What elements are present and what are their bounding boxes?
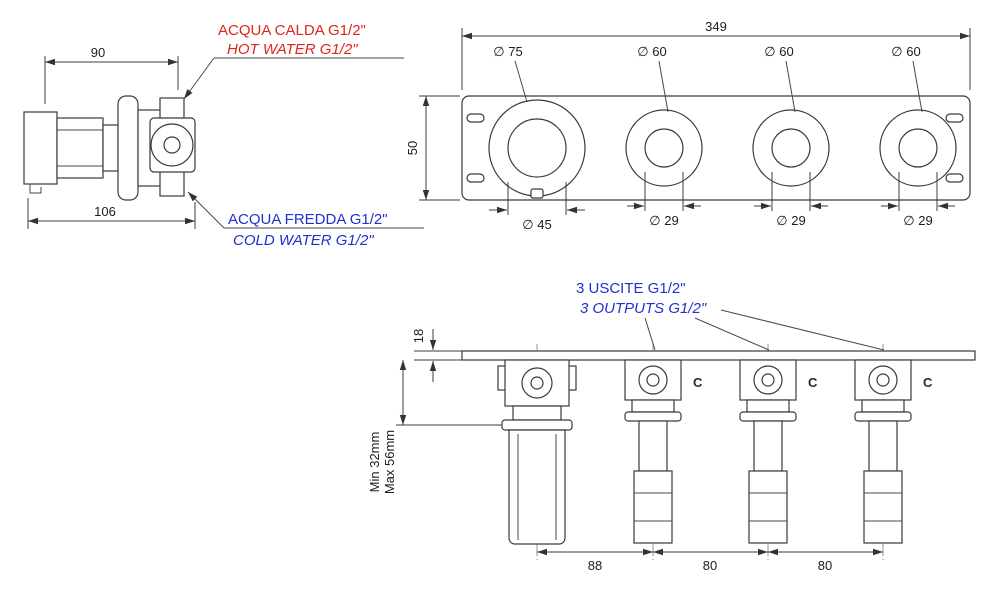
dia45-label: ∅ 45 <box>522 217 551 232</box>
dia29-label: ∅ 29 <box>649 213 678 228</box>
dim-90-label: 90 <box>91 45 105 60</box>
plate-slot <box>945 113 964 123</box>
thermostat-safety-button <box>530 188 544 199</box>
depth-min-label: Min 32mm <box>367 432 382 493</box>
handle-body <box>56 117 104 179</box>
wall-plate-edge <box>461 350 976 361</box>
dim-349 <box>461 28 971 90</box>
dim-50 <box>419 95 460 201</box>
hot-water-label-en: HOT WATER G1/2" <box>227 41 358 58</box>
volume-knob-inner <box>771 128 811 168</box>
dia75-label: ∅ 75 <box>493 44 522 59</box>
plate-slot <box>466 173 485 183</box>
dim-dia29 <box>754 172 828 211</box>
outputs-callout: 3 USCITE G1/2" 3 OUTPUTS G1/2" <box>576 280 885 351</box>
outlet-c-mark: C <box>923 375 933 390</box>
outlet-c-mark: C <box>693 375 703 390</box>
dim-80-label: 80 <box>703 558 717 573</box>
dim-18-label: 18 <box>411 329 426 343</box>
volume-assembly <box>624 359 682 544</box>
dia60-label: ∅ 60 <box>891 44 920 59</box>
bottom-view: C C C <box>367 280 976 573</box>
dim-106-label: 106 <box>94 204 116 219</box>
volume-knob-inner <box>644 128 684 168</box>
dim-349-label: 349 <box>705 19 727 34</box>
centerlines <box>536 344 884 560</box>
dim-depth <box>396 360 502 426</box>
hot-water-label-it: ACQUA CALDA G1/2" <box>218 22 366 39</box>
cold-water-callout: ACQUA FREDDA G1/2" COLD WATER G1/2" <box>187 191 424 249</box>
thermostat-assembly <box>497 359 577 545</box>
dim-dia29 <box>627 172 701 211</box>
handle-knurl <box>23 111 58 185</box>
dim-dia29 <box>881 172 955 211</box>
outputs-label-it: 3 USCITE G1/2" <box>576 280 686 297</box>
dim-106 <box>27 198 196 229</box>
hot-water-callout: ACQUA CALDA G1/2" HOT WATER G1/2" <box>183 22 404 100</box>
dia60-label: ∅ 60 <box>637 44 666 59</box>
hot-inlet-port <box>159 97 185 121</box>
wall-plate-side <box>117 95 139 201</box>
dim-50-label: 50 <box>405 141 420 155</box>
volume-assembly <box>739 359 797 544</box>
volume-knob-inner <box>898 128 938 168</box>
dim-90 <box>44 56 179 104</box>
side-port-center <box>163 136 181 154</box>
cold-water-label-it: ACQUA FREDDA G1/2" <box>228 211 388 228</box>
outlet-c-mark: C <box>808 375 818 390</box>
cold-water-label-en: COLD WATER G1/2" <box>233 232 374 249</box>
dia60-label: ∅ 60 <box>764 44 793 59</box>
side-view-part <box>23 95 196 201</box>
handle-ring <box>102 124 119 172</box>
thermostat-knob-inner <box>507 118 567 178</box>
side-view: 90 106 ACQUA CALDA G1/2" HOT WATER G1/2"… <box>23 22 424 249</box>
thermostat-handle-cylinder <box>508 429 566 545</box>
wall-plate-front <box>461 95 971 201</box>
outputs-label-en: 3 OUTPUTS G1/2" <box>580 300 707 317</box>
depth-max-label: Max 56mm <box>382 430 397 494</box>
plate-slot <box>945 173 964 183</box>
dim-80-label: 80 <box>818 558 832 573</box>
volume-assembly <box>854 359 912 544</box>
handle-clip <box>29 184 42 194</box>
front-view: 349 50 ∅ 75 ∅ 60 ∅ 60 ∅ 60 ∅ 45 <box>405 19 971 232</box>
dim-dia45 <box>489 182 585 215</box>
plate-slot <box>466 113 485 123</box>
dia29-label: ∅ 29 <box>903 213 932 228</box>
dim-18 <box>414 329 462 382</box>
front-view-part <box>461 95 971 201</box>
cold-inlet-port <box>159 169 185 197</box>
dim-88-label: 88 <box>588 558 602 573</box>
dia29-label: ∅ 29 <box>776 213 805 228</box>
